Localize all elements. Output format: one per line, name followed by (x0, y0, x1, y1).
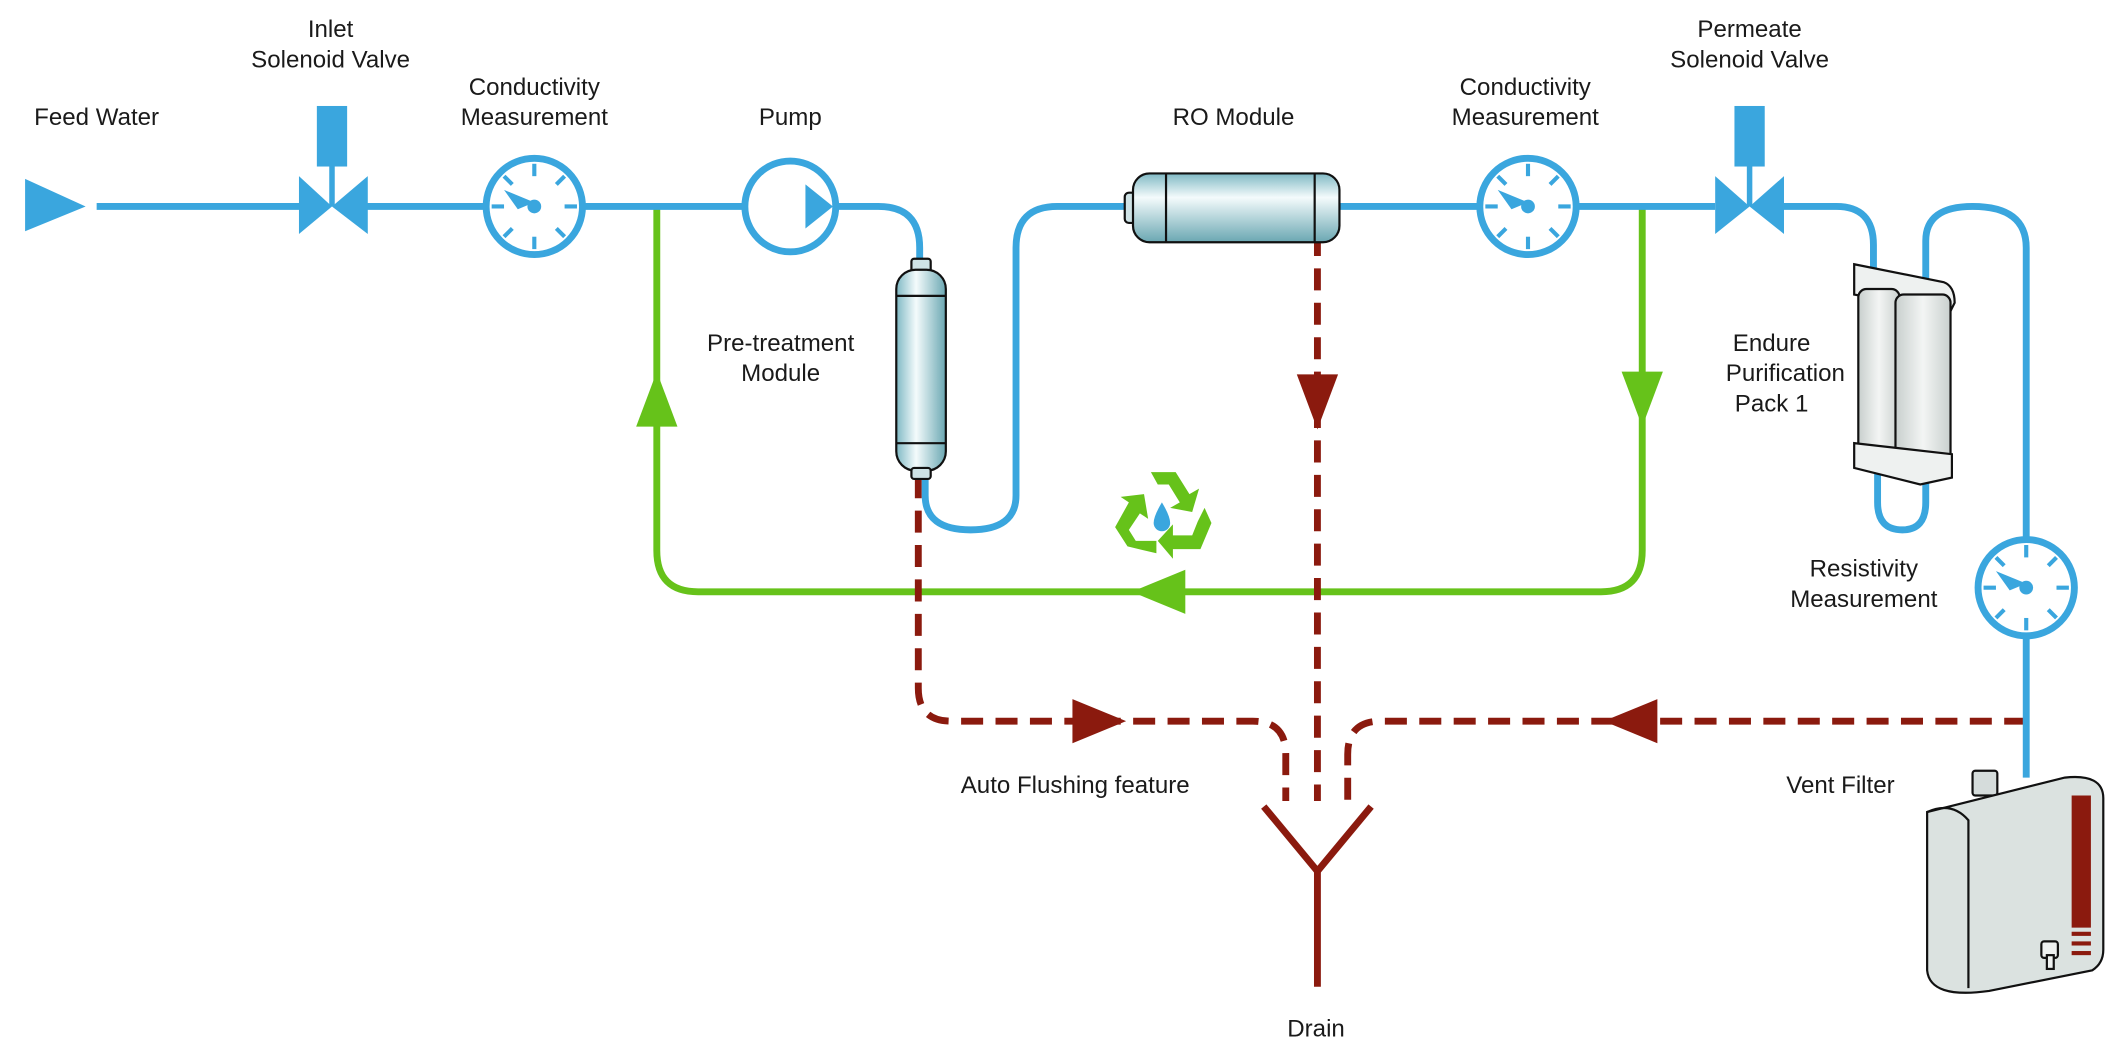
permeate-solenoid-valve[interactable] (1715, 105, 1784, 234)
conductivity-gauge-1[interactable] (482, 154, 586, 259)
flow-arrow-left (1131, 569, 1186, 614)
pretreatment-module[interactable] (895, 257, 947, 481)
label-resistivity-line2: Measurement (1790, 586, 1938, 613)
ro-module[interactable] (1123, 172, 1341, 244)
feed-line (96, 203, 2030, 778)
label-conductivity-1-line2: Measurement (461, 104, 609, 131)
recirculation-loop (636, 206, 1663, 614)
tap-icon[interactable] (2040, 940, 2059, 971)
label-endure-line3: Pack 1 (1735, 391, 1809, 418)
drain-lines (914, 233, 2027, 987)
feed-water-arrow-icon (25, 178, 86, 232)
recycle-icon (1115, 472, 1212, 559)
label-auto-flushing: Auto Flushing feature (961, 772, 1190, 799)
tank-level-stripe (2071, 795, 2091, 928)
label-ro-module: RO Module (1173, 104, 1295, 131)
reservoir-tank[interactable] (1926, 769, 2105, 994)
label-inlet-valve-line2: Solenoid Valve (251, 46, 410, 73)
inlet-solenoid-valve[interactable] (298, 105, 368, 234)
label-pretreatment-line2: Module (741, 360, 820, 387)
endure-purification-pack[interactable] (1853, 262, 1956, 486)
label-conductivity-2-line2: Measurement (1452, 104, 1600, 131)
label-pump: Pump (759, 104, 822, 131)
label-permeate-valve-line1: Permeate (1697, 16, 1801, 43)
label-pretreatment-line1: Pre-treatment (707, 330, 855, 357)
water-drop-icon (1153, 502, 1171, 532)
drain-icon (1261, 804, 1374, 987)
pump[interactable] (741, 157, 840, 256)
flow-arrow-up (636, 371, 678, 427)
vent-filter[interactable] (1971, 769, 1999, 797)
label-vent-filter: Vent Filter (1786, 772, 1894, 799)
drain-arrow-left (1603, 699, 1658, 744)
flow-arrow-down (1621, 371, 1663, 427)
label-permeate-valve-line2: Solenoid Valve (1670, 46, 1829, 73)
label-inlet-valve-line1: Inlet (308, 16, 354, 43)
drain-arrow-down (1296, 374, 1339, 430)
drain-arrow-right (1072, 699, 1127, 744)
resistivity-gauge[interactable] (1974, 536, 2078, 640)
conductivity-gauge-2[interactable] (1476, 154, 1580, 259)
label-feed-water: Feed Water (34, 104, 159, 131)
label-resistivity-line1: Resistivity (1810, 556, 1918, 583)
label-endure-line2: Purification (1726, 360, 1845, 387)
label-conductivity-1-line1: Conductivity (469, 74, 600, 101)
label-conductivity-2-line1: Conductivity (1460, 74, 1591, 101)
label-endure-line1: Endure (1733, 330, 1811, 357)
label-drain: Drain (1287, 1015, 1345, 1042)
